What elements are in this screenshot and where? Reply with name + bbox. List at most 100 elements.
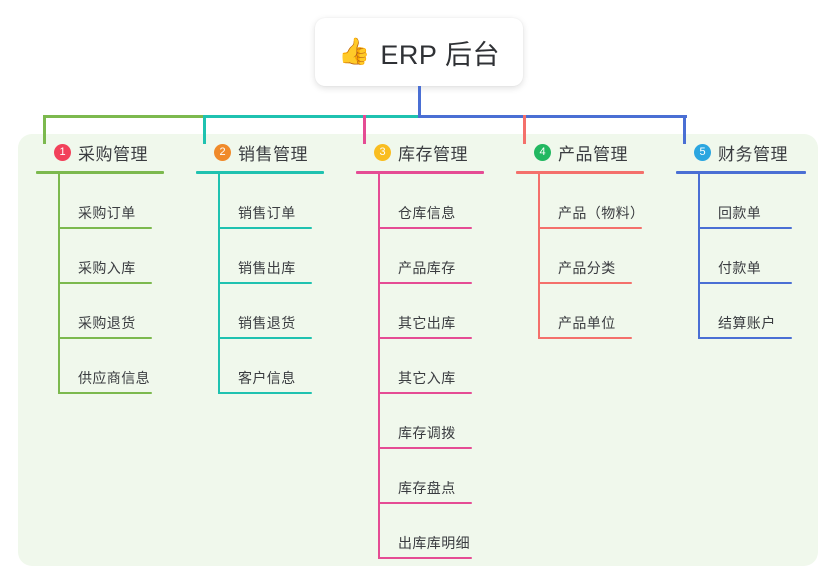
branch-item-underline	[218, 282, 312, 284]
branch-items-1: 采购订单采购入库采购退货供应商信息	[58, 174, 186, 394]
branch-number-badge: 4	[534, 143, 551, 161]
branch-item-underline	[698, 337, 792, 339]
branch-item-label: 客户信息	[238, 370, 296, 386]
branch-item-label: 产品单位	[558, 315, 616, 331]
connector-spine	[698, 174, 700, 339]
branch-item-underline	[378, 557, 472, 559]
branch-item-label: 库存调拨	[398, 425, 456, 441]
thumbs-up-icon: 👍	[338, 37, 371, 67]
branch-item[interactable]: 产品单位	[538, 284, 666, 339]
branch-items-4: 产品（物料） 产品分类产品单位	[538, 174, 666, 339]
branch-item[interactable]: 产品分类	[538, 229, 666, 284]
branch-title: 销售管理	[238, 144, 308, 164]
branch-2: 2 销售管理销售订单销售出库销售退货客户信息	[196, 140, 346, 394]
branch-item-label: 其它出库	[398, 315, 456, 331]
connector-trunk-segment-1	[43, 115, 206, 118]
branch-title: 库存管理	[398, 144, 468, 164]
branch-item-label: 产品分类	[558, 260, 616, 276]
branch-item-underline	[218, 392, 312, 394]
branch-header-1[interactable]: 1 采购管理	[36, 140, 186, 164]
connector-drop-2	[203, 115, 206, 144]
branch-item-underline	[378, 447, 472, 449]
connector-trunk-segment-2	[203, 115, 421, 118]
branch-4: 4 产品管理产品（物料） 产品分类产品单位	[516, 140, 666, 339]
branch-item-underline	[58, 227, 152, 229]
branch-item[interactable]: 供应商信息	[58, 339, 186, 394]
branch-title: 采购管理	[78, 144, 148, 164]
branch-item-underline	[58, 392, 152, 394]
branch-header-4[interactable]: 4 产品管理	[516, 140, 666, 164]
connector-spine	[218, 174, 220, 394]
branch-item-underline	[698, 227, 792, 229]
branch-number-badge: 5	[694, 143, 711, 161]
branch-3: 3 库存管理仓库信息产品库存其它出库其它入库库存调拨库存盘点出库库明细	[356, 140, 506, 559]
connector-root-stem	[418, 86, 421, 117]
branch-header-2[interactable]: 2 销售管理	[196, 140, 346, 164]
root-node-label: ERP 后台	[380, 39, 500, 70]
branch-item[interactable]: 结算账户	[698, 284, 826, 339]
branch-item-underline	[378, 282, 472, 284]
branch-item[interactable]: 库存盘点	[378, 449, 506, 504]
branch-item-label: 供应商信息	[78, 370, 150, 386]
branch-5: 5 财务管理回款单付款单结算账户	[676, 140, 826, 339]
branch-item-underline	[538, 282, 632, 284]
branch-title: 产品管理	[558, 144, 628, 164]
branch-underline	[36, 171, 164, 174]
branch-item-underline	[378, 337, 472, 339]
branch-item[interactable]: 客户信息	[218, 339, 346, 394]
branch-item-underline	[538, 337, 632, 339]
branch-item[interactable]: 采购订单	[58, 174, 186, 229]
branch-item[interactable]: 产品库存	[378, 229, 506, 284]
branch-title: 财务管理	[718, 144, 788, 164]
branch-item[interactable]: 采购退货	[58, 284, 186, 339]
branch-item[interactable]: 销售退货	[218, 284, 346, 339]
branch-header-5[interactable]: 5 财务管理	[676, 140, 826, 164]
branch-header-3[interactable]: 3 库存管理	[356, 140, 506, 164]
branch-item-underline	[58, 337, 152, 339]
branch-item-label: 库存盘点	[398, 480, 456, 496]
branch-item[interactable]: 回款单	[698, 174, 826, 229]
branch-number-badge: 1	[54, 143, 71, 161]
branch-item[interactable]: 其它出库	[378, 284, 506, 339]
branch-item-underline	[378, 502, 472, 504]
branch-item-label: 出库库明细	[398, 535, 470, 551]
branch-number-badge: 3	[374, 143, 391, 161]
branch-item[interactable]: 销售出库	[218, 229, 346, 284]
branch-item-label: 采购退货	[78, 315, 136, 331]
branch-item[interactable]: 其它入库	[378, 339, 506, 394]
branch-item-label: 回款单	[718, 205, 762, 221]
branch-item[interactable]: 出库库明细	[378, 504, 506, 559]
connector-drop-5	[683, 115, 686, 144]
branch-underline	[196, 171, 324, 174]
branch-item-label: 其它入库	[398, 370, 456, 386]
connector-drop-1	[43, 115, 46, 144]
diagram-panel	[18, 134, 818, 566]
branch-item-underline	[538, 227, 642, 229]
root-node[interactable]: 👍 ERP 后台	[315, 18, 523, 86]
branch-item[interactable]: 产品（物料）	[538, 174, 666, 229]
branch-item-label: 销售出库	[238, 260, 296, 276]
connector-drop-3	[363, 115, 366, 144]
branch-item[interactable]: 付款单	[698, 229, 826, 284]
branch-number-badge: 2	[214, 143, 231, 161]
branch-item[interactable]: 库存调拨	[378, 394, 506, 449]
branch-item-underline	[218, 337, 312, 339]
branch-item-label: 销售订单	[238, 205, 296, 221]
branch-item[interactable]: 采购入库	[58, 229, 186, 284]
connector-spine	[58, 174, 60, 394]
branch-item-underline	[378, 392, 472, 394]
connector-trunk-segment-3	[418, 115, 687, 118]
branch-item-label: 仓库信息	[398, 205, 456, 221]
connector-drop-4	[523, 115, 526, 144]
branch-item-label: 采购订单	[78, 205, 136, 221]
branch-item[interactable]: 销售订单	[218, 174, 346, 229]
branch-items-3: 仓库信息产品库存其它出库其它入库库存调拨库存盘点出库库明细	[378, 174, 506, 559]
branch-1: 1 采购管理采购订单采购入库采购退货供应商信息	[36, 140, 186, 394]
branch-underline	[676, 171, 806, 174]
branch-item-label: 采购入库	[78, 260, 136, 276]
branch-underline	[356, 171, 484, 174]
branch-item-label: 付款单	[718, 260, 762, 276]
branch-item-label: 产品（物料）	[558, 205, 645, 221]
branch-item-underline	[698, 282, 792, 284]
branch-item[interactable]: 仓库信息	[378, 174, 506, 229]
